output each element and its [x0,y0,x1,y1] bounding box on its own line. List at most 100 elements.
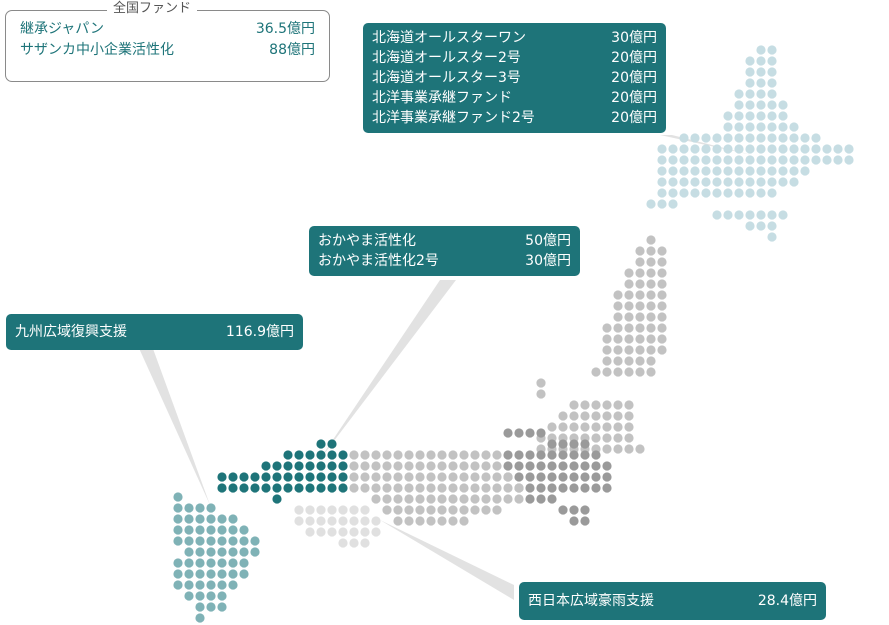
fund-amount: 36.5億円 [255,21,315,37]
map-dot-tohoku [613,356,623,366]
map-dot-shikoku [294,505,304,515]
map-dot-chugoku [261,483,271,493]
map-dot-chugoku [305,450,315,460]
fund-amount: 88億円 [269,42,315,58]
map-dot-tohoku [569,422,579,432]
map-dot-kinki [459,505,469,515]
map-dot-hokkaido [668,166,678,176]
map-dot-tohoku [613,422,623,432]
map-dot-hokkaido [745,89,755,99]
map-dot-kinki [382,472,392,482]
map-dot-chugoku [294,450,304,460]
map-dot-tohoku [624,367,634,377]
map-dot-chubu [602,483,612,493]
national-funds-box: 全国ファンド 継承ジャパン 36.5億円 サザンカ中小企業活性化 88億円 [5,0,330,82]
map-dot-chubu [580,461,590,471]
map-dot-hokkaido [734,89,744,99]
map-dot-chugoku [316,483,326,493]
map-dot-tohoku [624,422,634,432]
map-dot-hokkaido [745,78,755,88]
map-dot-kyushu [206,525,216,535]
map-dot-shikoku [305,516,315,526]
map-dot-hokkaido [679,155,689,165]
map-dot-tohoku [657,290,667,300]
map-dot-hokkaido [767,177,777,187]
map-dot-kinki [382,483,392,493]
map-dot-kinki [481,505,491,515]
map-dot-kinki [426,516,436,526]
map-dot-tohoku [624,400,634,410]
map-dot-chubu [569,461,579,471]
map-dot-kyushu [184,514,194,524]
map-dot-chugoku [261,472,271,482]
map-dot-tohoku [613,334,623,344]
map-dot-tohoku [635,323,645,333]
map-dot-kyushu [250,547,260,557]
map-dot-kyushu [228,514,238,524]
map-dot-shikoku [294,516,304,526]
map-dot-chubu [525,461,535,471]
map-dot-kinki [360,461,370,471]
map-dot-hokkaido [811,144,821,154]
map-dot-hokkaido [767,100,777,110]
map-dot-kinki [481,472,491,482]
map-dot-kinki [459,461,469,471]
map-dot-tohoku [624,334,634,344]
map-dot-tohoku [547,422,557,432]
map-dot-hokkaido [690,155,700,165]
map-dot-kinki [349,461,359,471]
fund-amount: 30億円 [525,253,571,269]
map-dot-hokkaido [723,177,733,187]
map-dot-chubu [591,472,601,482]
map-dot-kinki [360,483,370,493]
map-dot-tohoku [602,367,612,377]
map-dot-kinki [393,516,403,526]
map-dot-kyushu [184,558,194,568]
map-dot-chubu [514,428,524,438]
map-dot-tohoku [613,400,623,410]
map-dot-hokkaido [789,122,799,132]
map-dot-hokkaido [767,111,777,121]
map-dot-chugoku [327,461,337,471]
map-dot-hokkaido [789,144,799,154]
map-dot-kyushu [239,536,249,546]
map-dot-kyushu [173,514,183,524]
map-dot-kyushu [184,503,194,513]
map-dot-hokkaido [745,111,755,121]
map-dot-hokkaido [756,166,766,176]
map-dot-tohoku [635,356,645,366]
map-dot-kinki [360,472,370,482]
fund-amount: 20億円 [611,50,657,66]
map-dot-chubu [547,472,557,482]
map-dot-hokkaido [734,100,744,110]
map-dot-hokkaido [800,155,810,165]
map-dot-tohoku [635,312,645,322]
map-dot-shikoku [349,527,359,537]
map-dot-hokkaido [668,199,678,209]
map-dot-kyushu [206,547,216,557]
map-dot-hokkaido [701,133,711,143]
map-dot-kyushu [173,580,183,590]
map-dot-chubu [514,461,524,471]
map-dot-kyushu [173,503,183,513]
map-dot-tohoku [635,367,645,377]
map-dot-kyushu [206,580,216,590]
map-dot-tohoku [602,444,612,454]
map-dot-chubu [591,450,601,460]
map-dot-hokkaido [811,133,821,143]
map-dot-chugoku [217,483,227,493]
fund-row: 継承ジャパン 36.5億円 [20,19,315,40]
map-dot-kyushu [173,492,183,502]
map-dot-kinki [426,483,436,493]
map-dot-hokkaido [701,155,711,165]
map-dot-hokkaido [756,177,766,187]
map-dot-hokkaido [657,155,667,165]
map-dot-kyushu [217,525,227,535]
map-dot-chubu [602,472,612,482]
map-dot-tohoku [635,444,645,454]
map-dot-hokkaido [723,155,733,165]
map-dot-kyushu [195,558,205,568]
